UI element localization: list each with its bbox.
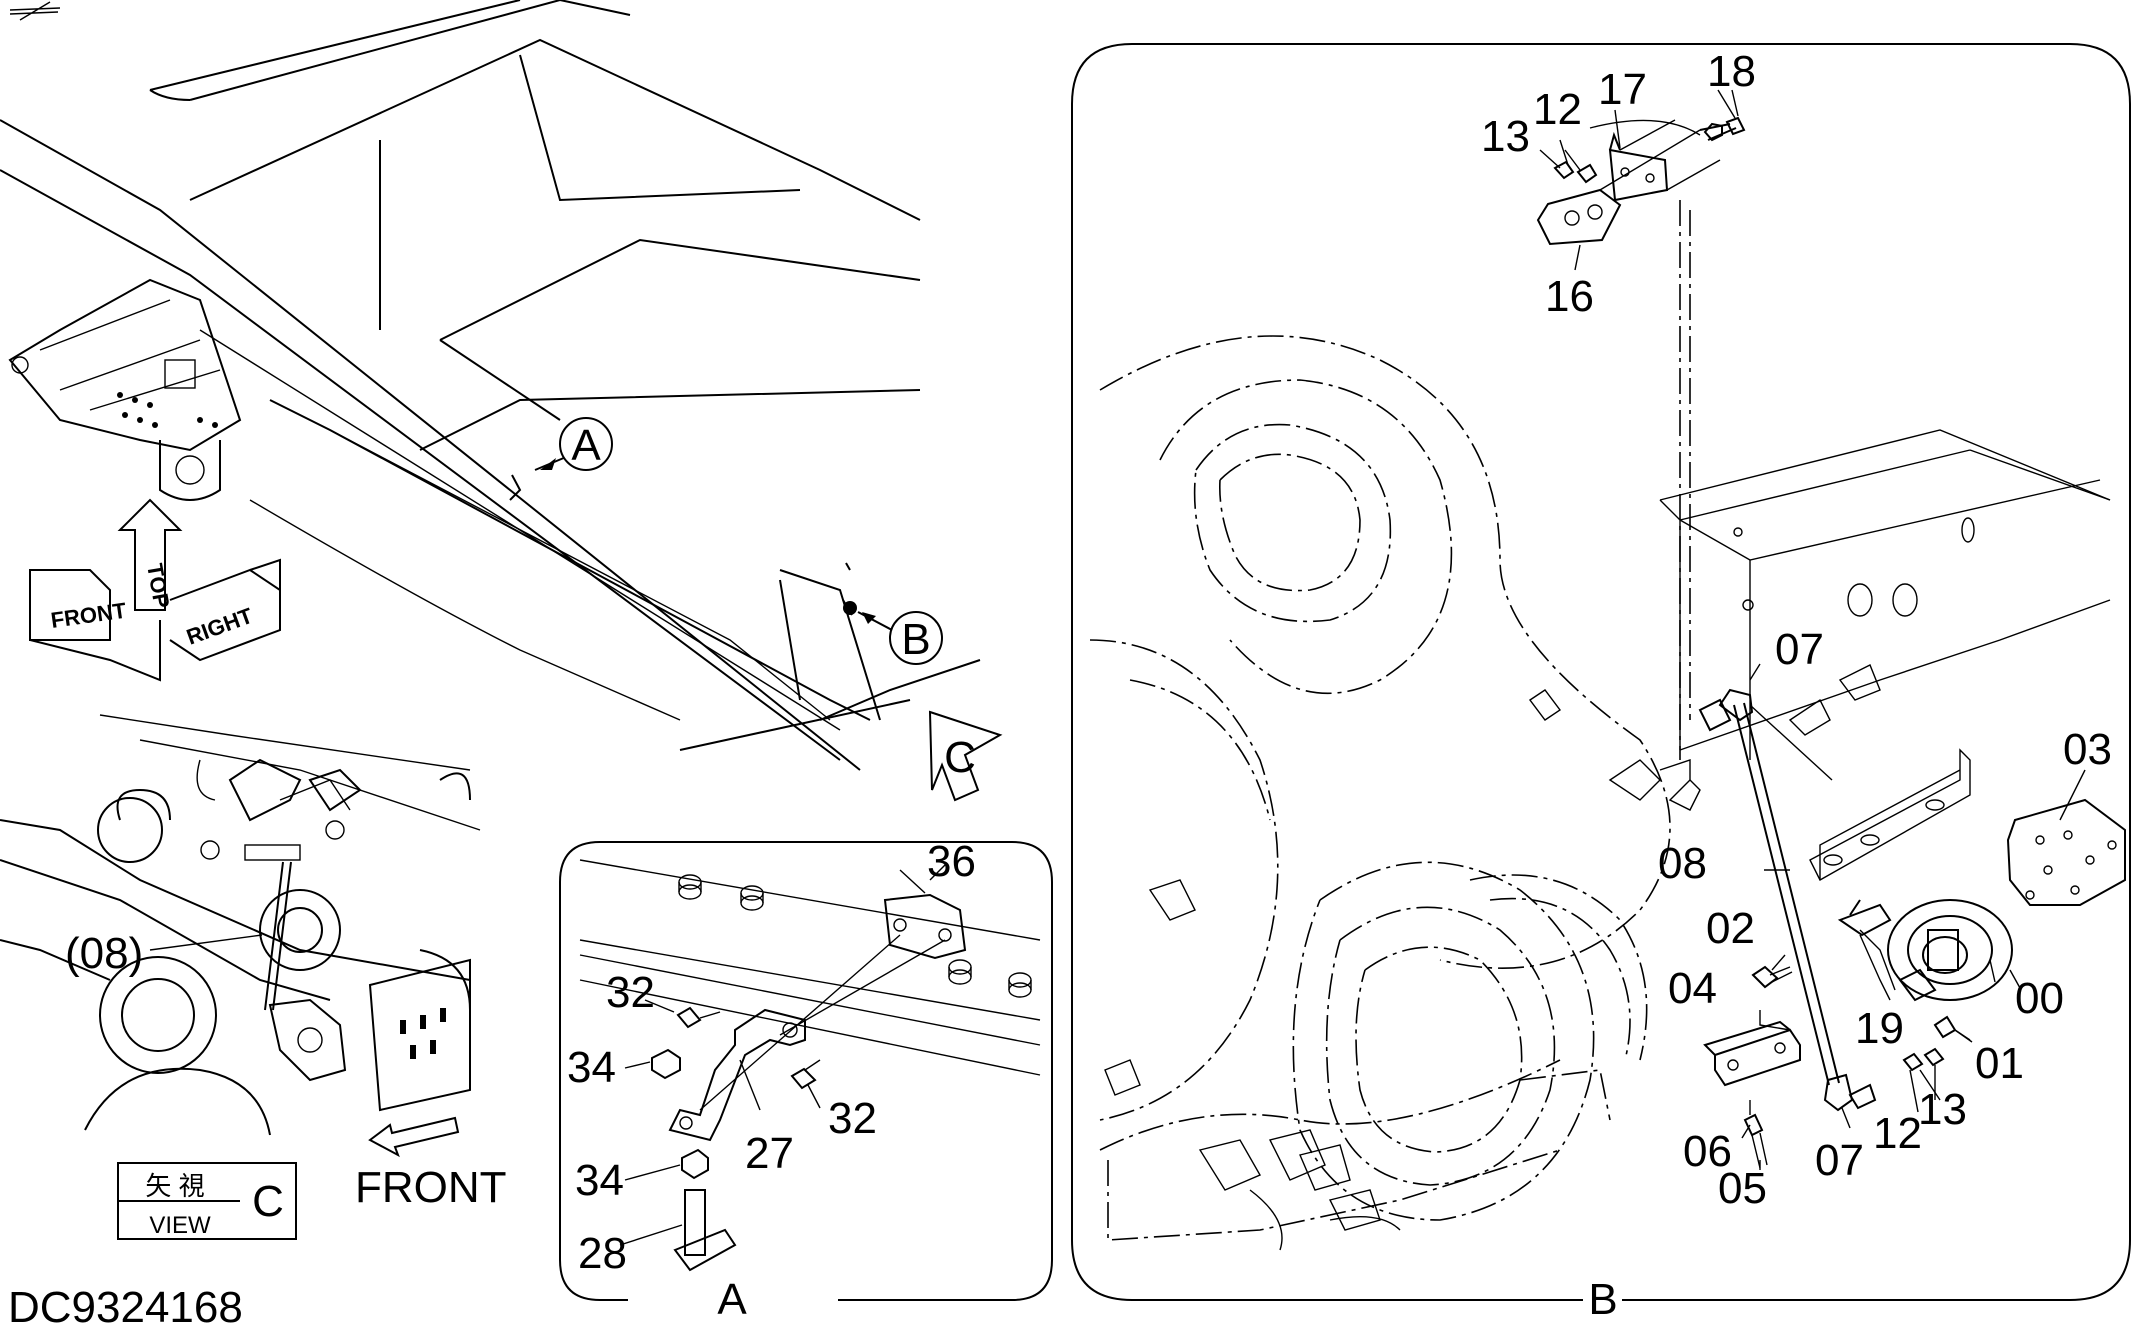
detail-b-part-08: 08	[1658, 839, 1707, 888]
orientation-front-label: FRONT	[49, 598, 128, 633]
detail-a-title: A	[717, 1275, 747, 1324]
detail-b-part-12-top: 12	[1533, 85, 1582, 134]
detail-b-part-12-bottom: 12	[1873, 1109, 1922, 1158]
detail-b-part-00: 00	[2015, 974, 2064, 1023]
detail-b-part-05: 05	[1718, 1164, 1767, 1213]
svg-text:A: A	[571, 421, 601, 470]
detail-b-part-07-top: 07	[1775, 625, 1824, 674]
detail-a-part-32-bottom: 32	[828, 1094, 877, 1143]
front-arrow-label: FRONT	[355, 1163, 507, 1212]
detail-b-part-06: 06	[1683, 1127, 1732, 1176]
detail-b-part-17: 17	[1598, 65, 1647, 114]
svg-text:C: C	[944, 733, 976, 782]
detail-b-part-13-bottom: 13	[1918, 1085, 1967, 1134]
callout-b: B	[889, 611, 943, 665]
detail-b-part-04: 04	[1668, 964, 1717, 1013]
detail-b-part-16: 16	[1545, 272, 1594, 321]
detail-b-part-13-top: 13	[1481, 112, 1530, 161]
front-arrow: FRONT	[355, 1116, 507, 1212]
detail-a-part-32-top: 32	[606, 968, 655, 1017]
callout-a: A	[559, 417, 613, 471]
view-c-arrow: C	[928, 710, 1003, 802]
detail-b-title: B	[1588, 1275, 1617, 1324]
overview-frame-drawing	[0, 0, 981, 771]
detail-a-part-34-top: 34	[567, 1043, 616, 1092]
view-letter: C	[252, 1177, 284, 1226]
detail-b-part-01: 01	[1975, 1039, 2024, 1088]
detail-b-part-02: 02	[1706, 904, 1755, 953]
svg-text:B: B	[901, 615, 930, 664]
drawing-number: DC9324168	[8, 1283, 243, 1332]
view-c-label-box: 矢 視 VIEW C	[117, 1162, 297, 1240]
orientation-top-label: TOP	[142, 562, 174, 610]
detail-b-part-07-bottom: 07	[1815, 1136, 1864, 1185]
detail-b-part-18: 18	[1707, 47, 1756, 96]
detail-b-part-19: 19	[1855, 1004, 1904, 1053]
detail-b-panel	[1071, 43, 2131, 1301]
detail-a-panel	[559, 841, 1053, 1301]
detail-a-part-34-bottom: 34	[575, 1156, 624, 1205]
detail-a-part-36: 36	[927, 837, 976, 886]
view-c-drawing	[0, 714, 481, 1136]
view-kanji: 矢 視	[145, 1171, 204, 1201]
view-word: VIEW	[149, 1212, 211, 1239]
detail-a-part-27: 27	[745, 1129, 794, 1178]
detail-b-part-03: 03	[2063, 725, 2112, 774]
view-c-part-ref-08: (08)	[65, 929, 143, 978]
detail-a-part-28: 28	[578, 1229, 627, 1278]
orientation-indicator: FRONT TOP RIGHT	[29, 498, 281, 682]
